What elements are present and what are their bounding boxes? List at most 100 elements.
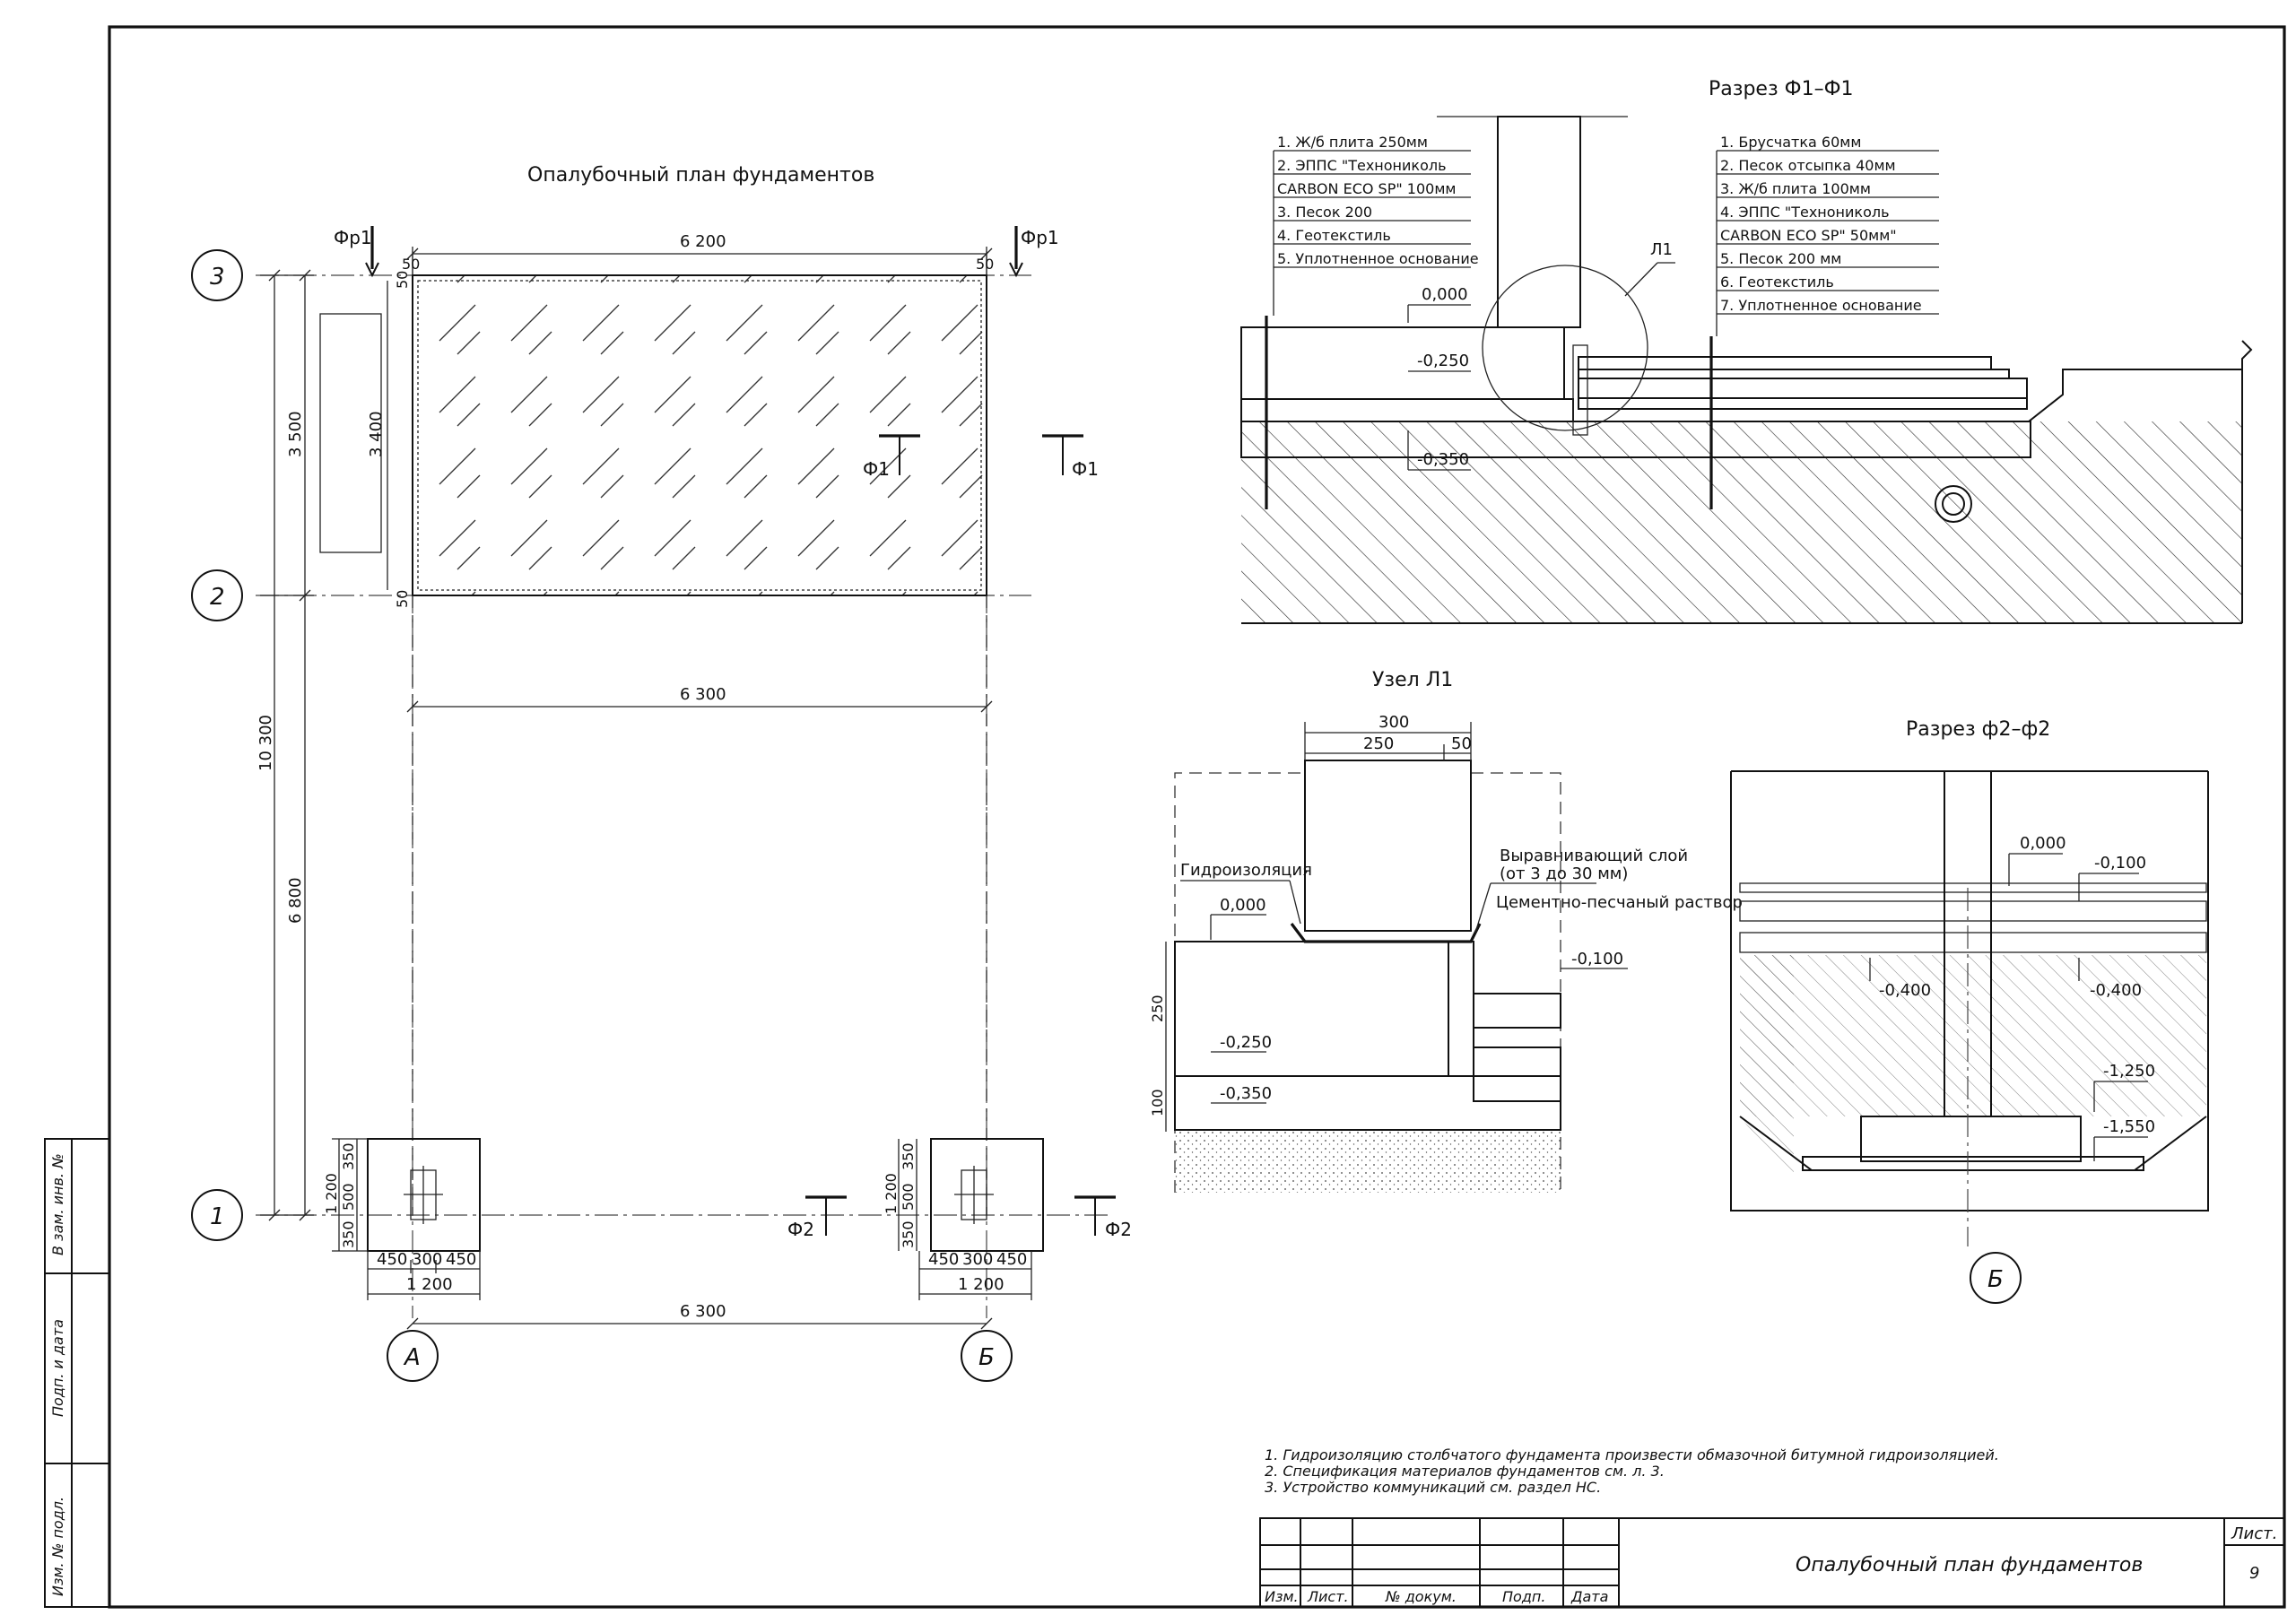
svg-text:3. Ж/б плита 100мм: 3. Ж/б плита 100мм: [1720, 180, 1871, 197]
node-title: Узел Л1: [1372, 669, 1453, 691]
section-f2: Разрез ф2–ф2 Б 0,000 -0,100 -0,400 -0,40…: [1730, 718, 2209, 1304]
dim-foot-a-v2: 500: [340, 1183, 357, 1211]
f2-level-100: -0,100: [2094, 854, 2146, 873]
section-fr1-left: Фр1: [334, 226, 379, 278]
side-label-replace: В зам. инв. №: [49, 1153, 66, 1255]
stamp-sheet-label: Лист.: [2231, 1524, 2277, 1543]
section-f1-right: Ф1: [1042, 434, 1099, 480]
note-2: 2. Спецификация материалов фундаментов с…: [1265, 1463, 1665, 1480]
plan-title: Опалубочный план фундаментов: [527, 164, 874, 187]
f2-level-400b: -0,400: [2090, 981, 2142, 1000]
dim-middle: 6 300: [680, 685, 726, 704]
footing-b: [930, 1138, 1044, 1252]
node-dim-b: 50: [1451, 734, 1472, 753]
svg-text:Фр1: Фр1: [334, 227, 372, 248]
foundation-plan: Опалубочный план фундаментов: [191, 164, 1132, 1382]
svg-text:Ф2: Ф2: [787, 1219, 814, 1240]
dim-foot-b-part1: 450: [928, 1250, 959, 1269]
f2-footing: [1860, 1116, 2082, 1162]
svg-text:4. ЭППС "Технониколь: 4. ЭППС "Технониколь: [1720, 204, 1890, 221]
dim-foot-b-width: 1 200: [958, 1275, 1004, 1294]
dim-left-lower: 6 800: [286, 877, 305, 924]
f1-legend-right: 1. Брусчатка 60мм 2. Песок отсыпка 40мм …: [1716, 134, 1939, 336]
node-level-0: 0,000: [1220, 896, 1266, 915]
axis-2-label: 2: [210, 584, 225, 611]
f2-level-1250: -1,250: [2103, 1062, 2155, 1081]
dim-foot-b-height: 1 200: [883, 1173, 900, 1214]
dim-foot-a-v1: 350: [340, 1142, 357, 1170]
svg-text:5. Песок 200 мм: 5. Песок 200 мм: [1720, 250, 1841, 267]
svg-text:CARBON ECO SP" 100мм: CARBON ECO SP" 100мм: [1277, 180, 1456, 197]
stamp-h-date: Дата: [1570, 1588, 1608, 1605]
dim-foot-b-part2: 300: [962, 1250, 993, 1269]
axis-b-bubble: [961, 1330, 1013, 1382]
svg-text:Ф2: Ф2: [1105, 1219, 1132, 1240]
dim-foot-b-v1: 350: [900, 1142, 917, 1170]
dim-foot-a-part2: 300: [412, 1250, 442, 1269]
svg-text:1. Брусчатка 60мм: 1. Брусчатка 60мм: [1720, 134, 1861, 151]
svg-text:Ф1: Ф1: [863, 458, 890, 480]
dim-foot-a-part3: 450: [446, 1250, 476, 1269]
f1-legend-left: 1. Ж/б плита 250мм 2. ЭППС "Технониколь …: [1273, 134, 1479, 316]
node-dim-v250: 250: [1149, 994, 1166, 1022]
node-slab: [1174, 941, 1449, 1077]
section-f2-right: Ф2: [1074, 1195, 1132, 1240]
node-dim-total: 300: [1378, 713, 1409, 732]
stamp-h-list: Лист.: [1307, 1588, 1349, 1605]
axis-1-label: 1: [210, 1203, 225, 1230]
f1-level-350: -0,350: [1417, 450, 1469, 469]
f1-drain: [1935, 485, 1972, 523]
axis-2-bubble: [191, 569, 243, 621]
dim-top-left: 50: [402, 256, 420, 273]
stamp-title: Опалубочный план фундаментов: [1796, 1554, 2143, 1576]
node-label-waterproof: Гидроизоляция: [1180, 861, 1312, 880]
svg-text:4. Геотекстиль: 4. Геотекстиль: [1277, 227, 1391, 244]
axis-3-bubble: [191, 249, 243, 301]
axis-1-bubble: [191, 1189, 243, 1241]
plan-inner-rect: [319, 313, 382, 553]
svg-text:Фр1: Фр1: [1021, 227, 1059, 248]
f1-wall: [1497, 116, 1581, 328]
dim-inner: 3 400: [367, 411, 386, 457]
stamp-h-izm: Изм.: [1265, 1588, 1299, 1605]
svg-text:3. Песок 200: 3. Песок 200: [1277, 204, 1372, 221]
dim-inner-bottom: 50: [394, 590, 411, 608]
dim-foot-a-v3: 350: [340, 1220, 357, 1248]
node-dim-a: 250: [1363, 734, 1394, 753]
f2-axis-bubble: [1970, 1252, 2022, 1304]
f2-title: Разрез ф2–ф2: [1906, 718, 2050, 741]
footing-a: [367, 1138, 481, 1252]
stamp-h-sign: Подп.: [1502, 1588, 1545, 1605]
node-label-leveling: Выравнивающий слой: [1500, 847, 1688, 865]
f1-node-ref: Л1: [1650, 240, 1673, 259]
axis-a-label: А: [403, 1344, 421, 1371]
section-f1-left: Ф1: [863, 434, 920, 480]
note-3: 3. Устройство коммуникаций см. раздел НС…: [1265, 1479, 1601, 1496]
svg-text:6. Геотекстиль: 6. Геотекстиль: [1720, 274, 1834, 291]
node-level-250: -0,250: [1220, 1033, 1272, 1052]
dim-foot-b-v3: 350: [900, 1220, 917, 1248]
side-label-sign: Подп. и дата: [49, 1319, 66, 1417]
dim-inner-top: 50: [394, 271, 411, 289]
section-fr1-right: Фр1: [1009, 226, 1059, 278]
node-label-leveling-note: (от 3 до 30 мм): [1500, 864, 1628, 883]
node-wall: [1304, 760, 1472, 932]
node-sand: [1175, 1130, 1561, 1193]
side-label-inv: Изм. № подл.: [49, 1497, 66, 1596]
f1-level-0: 0,000: [1422, 285, 1468, 304]
svg-text:5. Уплотненное основание: 5. Уплотненное основание: [1277, 250, 1479, 267]
svg-text:Ф1: Ф1: [1072, 458, 1099, 480]
dim-foot-a-width: 1 200: [406, 1275, 453, 1294]
node-l1: Узел Л1 300 250 50 250 100 Гидроизоляция: [1149, 669, 1743, 1193]
dim-left-total: 10 300: [257, 715, 275, 771]
node-level-350: -0,350: [1220, 1084, 1272, 1103]
f1-slab-left: [1240, 326, 1565, 400]
slab-outline: [412, 274, 987, 596]
f2-axis-label: Б: [1987, 1266, 2004, 1293]
stamp-sheet-no: 9: [2249, 1564, 2259, 1583]
f1-node-callout: [1482, 265, 1648, 431]
axis-b-label: Б: [978, 1344, 995, 1371]
node-label-mortar: Цементно-песчаный раствор: [1496, 893, 1743, 912]
svg-text:CARBON ECO SP" 50мм": CARBON ECO SP" 50мм": [1720, 227, 1897, 244]
